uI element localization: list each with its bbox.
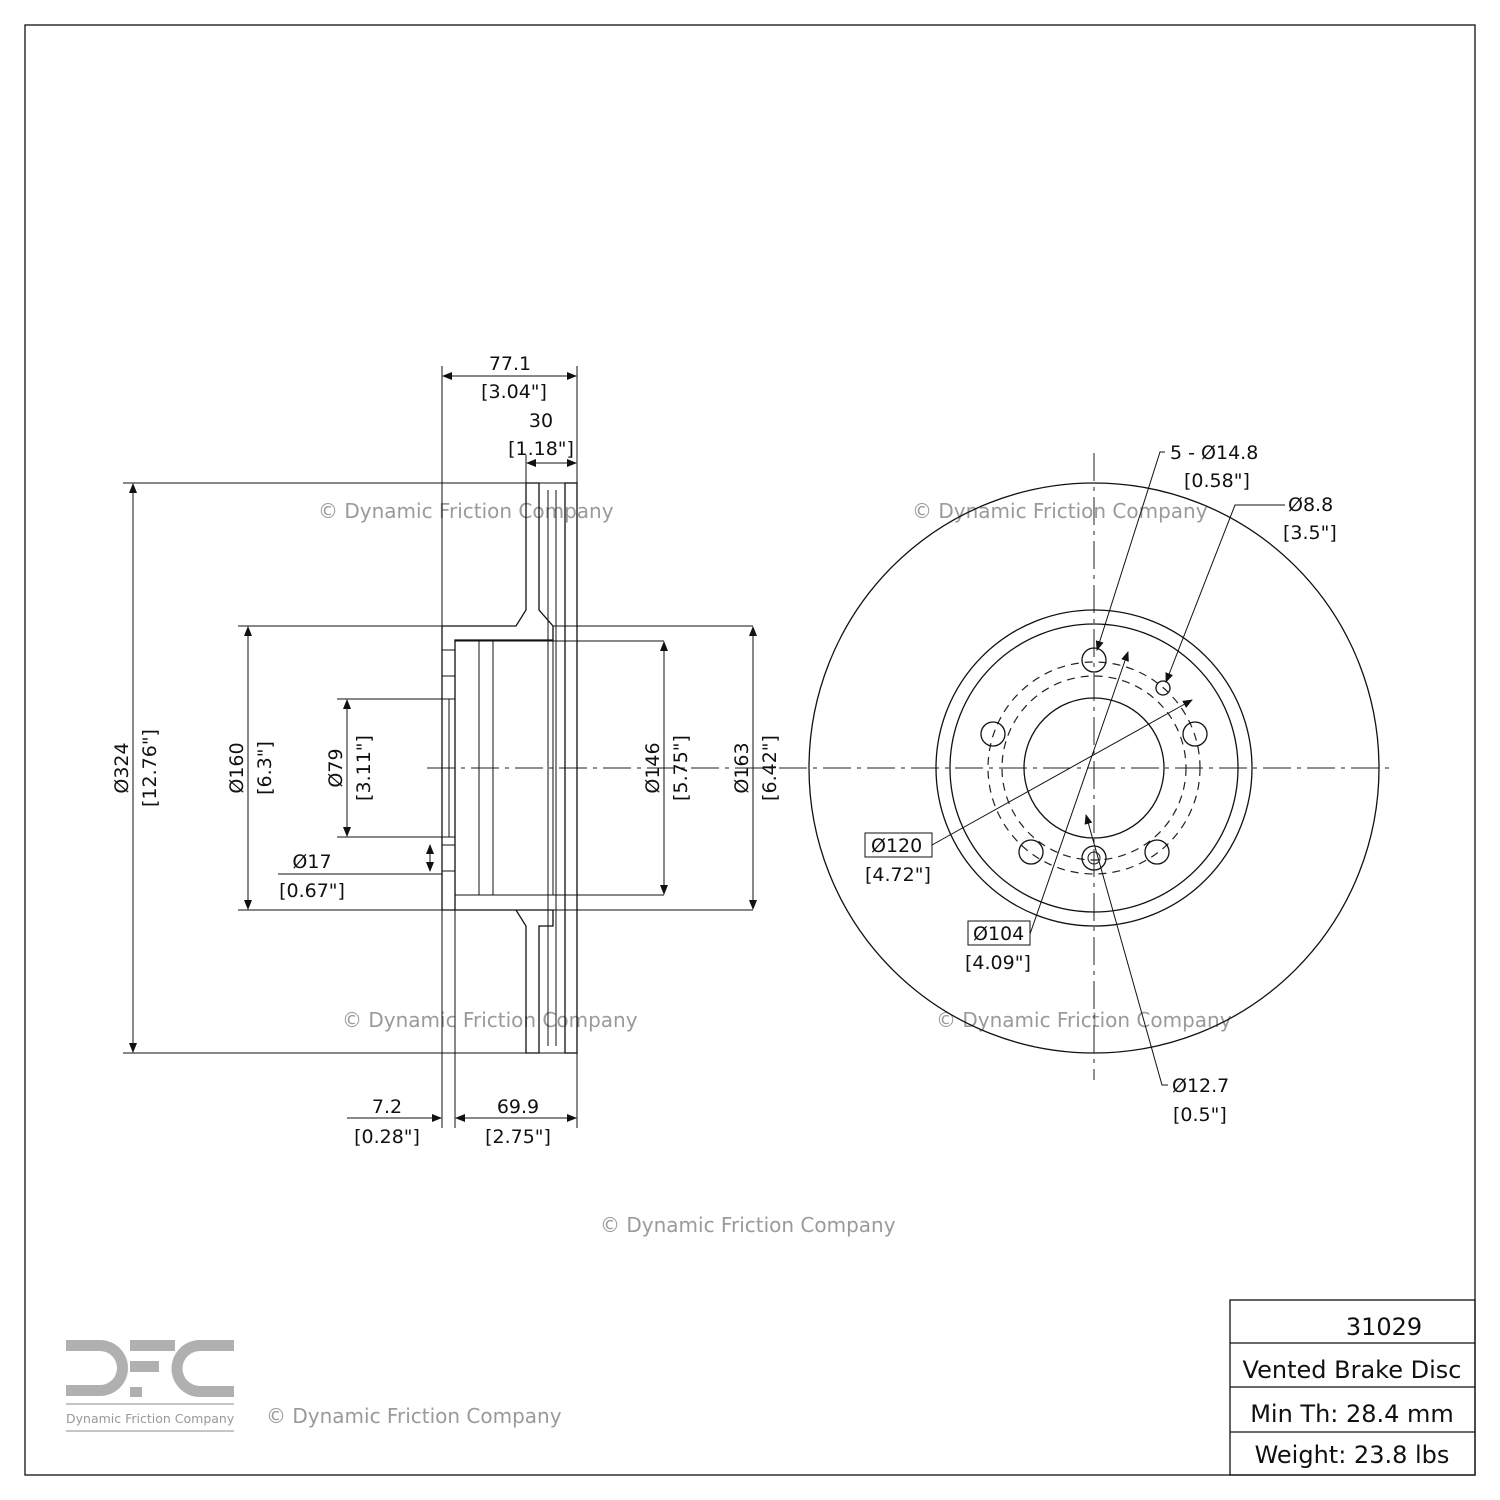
side-dimensions <box>123 366 757 1128</box>
bolt-hole <box>1144 839 1170 865</box>
watermark: © Dynamic Friction Company <box>266 1404 562 1428</box>
weight: Weight: 23.8 lbs <box>1255 1441 1450 1469</box>
watermark: © Dynamic Friction Company <box>912 499 1208 523</box>
drawing-frame <box>24 24 1476 1476</box>
bolt-hole <box>1081 647 1107 673</box>
watermark: © Dynamic Friction Company <box>342 1008 638 1032</box>
dim-bolt-circle: Ø120 <box>871 835 922 857</box>
dim-hat-face-in: [0.28"] <box>354 1126 420 1148</box>
dim-bolt-holes: 5 - Ø14.8 <box>1170 442 1258 464</box>
dim-center-bore: Ø79 <box>325 748 347 787</box>
dim-stud-hole-in: [0.5"] <box>1173 1104 1227 1126</box>
dim-bolt-circle-in: [4.72"] <box>865 864 931 886</box>
bolt-hole <box>980 721 1006 747</box>
dim-small-hole-face: Ø8.8 <box>1288 494 1333 516</box>
dim-outer-diameter: Ø324 <box>111 742 133 793</box>
dim-hat-outer-in: [6.42"] <box>759 735 781 801</box>
dim-hat-diameter: Ø160 <box>226 742 248 793</box>
dim-hat-diameter-in: [6.3"] <box>254 741 276 795</box>
dim-overall-width-in: [3.04"] <box>481 381 547 403</box>
watermark: © Dynamic Friction Company <box>936 1008 1232 1032</box>
watermark: © Dynamic Friction Company <box>318 499 614 523</box>
dim-small-hole-in: [0.67"] <box>279 880 345 902</box>
dim-inner-circle: Ø104 <box>973 923 1024 945</box>
dim-hat-outer: Ø163 <box>731 742 753 793</box>
dim-center-bore-in: [3.11"] <box>353 735 375 801</box>
dim-thickness-in: [1.18"] <box>508 438 574 460</box>
logo-text: Dynamic Friction Company <box>66 1411 235 1426</box>
dim-hat-face: 7.2 <box>372 1096 402 1118</box>
dim-inner-circle-in: [4.09"] <box>965 952 1031 974</box>
dim-thickness: 30 <box>529 410 553 432</box>
stud-hole <box>1081 845 1107 871</box>
title-block: 31029 Vented Brake Disc Min Th: 28.4 mm … <box>1229 1299 1476 1476</box>
dim-outer-diameter-in: [12.76"] <box>139 729 161 807</box>
part-number: 31029 <box>1346 1313 1422 1341</box>
part-description: Vented Brake Disc <box>1243 1356 1462 1384</box>
dim-hat-inner: Ø146 <box>642 742 664 793</box>
dim-hat-depth: 69.9 <box>497 1096 539 1118</box>
small-hole <box>1155 680 1171 696</box>
dim-hat-depth-in: [2.75"] <box>485 1126 551 1148</box>
bolt-hole <box>1018 839 1044 865</box>
dim-overall-width: 77.1 <box>489 353 531 375</box>
bolt-hole <box>1182 721 1208 747</box>
watermark: © Dynamic Friction Company <box>600 1213 896 1237</box>
dfc-logo: Dynamic Friction Company <box>66 1340 235 1432</box>
dim-stud-hole: Ø12.7 <box>1172 1075 1229 1097</box>
dim-hat-inner-in: [5.75"] <box>670 735 692 801</box>
dim-bolt-holes-in: [0.58"] <box>1184 470 1250 492</box>
face-view <box>808 451 1380 1086</box>
min-thickness: Min Th: 28.4 mm <box>1250 1400 1454 1428</box>
dim-small-hole-face-in: [3.5"] <box>1283 522 1337 544</box>
dim-small-hole: Ø17 <box>292 851 331 873</box>
